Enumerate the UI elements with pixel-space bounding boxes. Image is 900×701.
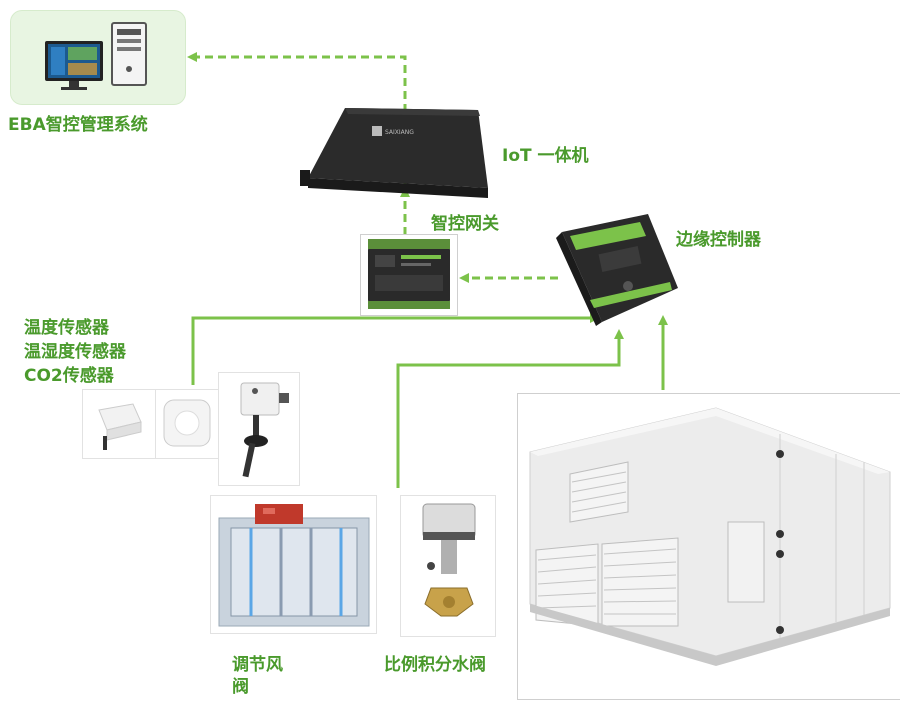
air-handling-unit-box (517, 393, 900, 700)
valve-box (400, 495, 496, 637)
damper-label-line1: 调节风 (232, 654, 283, 676)
damper-image (211, 496, 376, 633)
damper-box (210, 495, 377, 634)
temperature-sensor-label: 温度传感器 (24, 317, 109, 339)
valve-label: 比例积分水阀 (384, 654, 486, 676)
sensor-humidity-box (155, 389, 219, 459)
co2-sensor-label: CO2传感器 (24, 365, 114, 387)
damper-label-line2: 阀 (232, 676, 249, 698)
sensor-co2-box (218, 372, 300, 486)
co2-sensor-image (219, 373, 299, 485)
valve-image (401, 496, 495, 636)
temperature-sensor-image (83, 390, 155, 458)
air-handling-unit-image (518, 394, 900, 699)
sensor-temp-box (82, 389, 156, 459)
edge-controller-label: 边缘控制器 (676, 229, 761, 251)
humidity-sensor-label: 温湿度传感器 (24, 341, 126, 363)
humidity-sensor-image (156, 390, 218, 458)
